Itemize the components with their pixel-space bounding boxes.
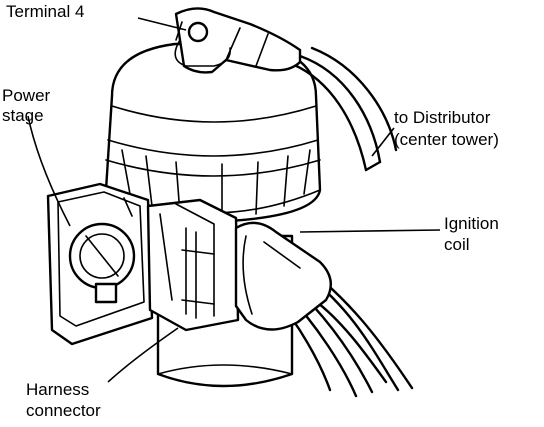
leader-lines — [27, 17, 441, 383]
power-stage — [46, 182, 154, 346]
connector-boot — [234, 221, 332, 331]
distributor-wire — [290, 46, 398, 172]
label-to-distributor-line2: (center tower) — [394, 130, 499, 149]
harness-connector — [146, 198, 240, 332]
label-harness-connector-line2: connector — [26, 401, 101, 420]
label-harness-connector-line1: Harness — [26, 380, 90, 399]
label-ignition-coil-line2: coil — [444, 235, 470, 254]
label-to-distributor-line1: to Distributor — [394, 108, 491, 127]
terminal-4-boot — [174, 7, 302, 74]
label-power-stage-line1: Power — [2, 86, 51, 105]
label-terminal-4: Terminal 4 — [6, 2, 85, 21]
label-ignition-coil-line1: Ignition — [444, 214, 499, 233]
label-power-stage-line2: stage — [2, 106, 44, 125]
